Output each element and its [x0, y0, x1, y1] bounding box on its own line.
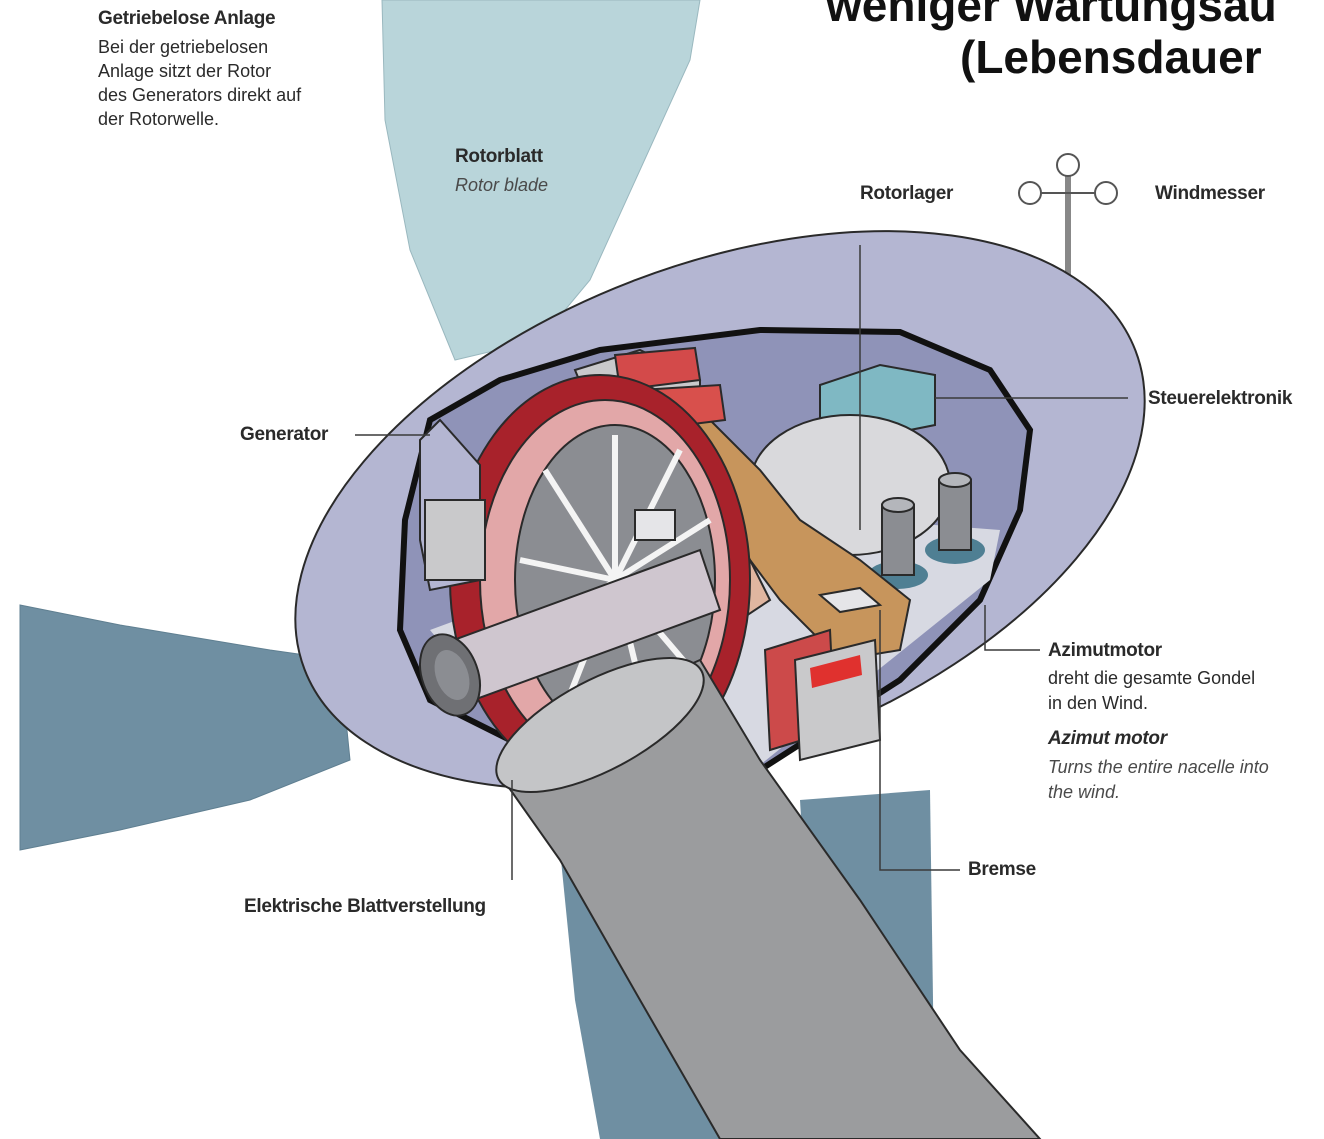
bremse-label: Bremse	[968, 859, 1036, 881]
getriebelose-line-1: Bei der getriebelosen	[98, 36, 268, 59]
rotorblatt-label: Rotorblatt	[455, 146, 543, 168]
getriebelose-line-4: der Rotorwelle.	[98, 108, 219, 131]
azimutmotor-desc-de-1: dreht die gesamte Gondel	[1048, 667, 1255, 690]
page-title-line-2: (Lebensdauer	[960, 30, 1262, 84]
blattverstellung-label: Elektrische Blattverstellung	[244, 896, 486, 918]
windmesser-label: Windmesser	[1155, 183, 1265, 205]
azimut-motor-desc-en-1: Turns the entire nacelle into	[1048, 757, 1269, 778]
azimutmotor-label: Azimutmotor	[1048, 640, 1162, 662]
azimut-motor-label-en: Azimut motor	[1048, 728, 1167, 750]
page-title-line-1: weniger Wartungsau	[826, 0, 1277, 32]
generator-label: Generator	[240, 424, 328, 446]
rotorlager-label: Rotorlager	[860, 183, 953, 205]
getriebelose-line-3: des Generators direkt auf	[98, 84, 301, 107]
azimut-motor-desc-en-2: the wind.	[1048, 782, 1120, 803]
getriebelose-heading: Getriebelose Anlage	[98, 8, 275, 30]
azimutmotor-desc-de-2: in den Wind.	[1048, 692, 1148, 715]
rotor-blade-label-en: Rotor blade	[455, 175, 548, 196]
getriebelose-line-2: Anlage sitzt der Rotor	[98, 60, 271, 83]
steuerelektronik-label: Steuerelektronik	[1148, 388, 1292, 410]
